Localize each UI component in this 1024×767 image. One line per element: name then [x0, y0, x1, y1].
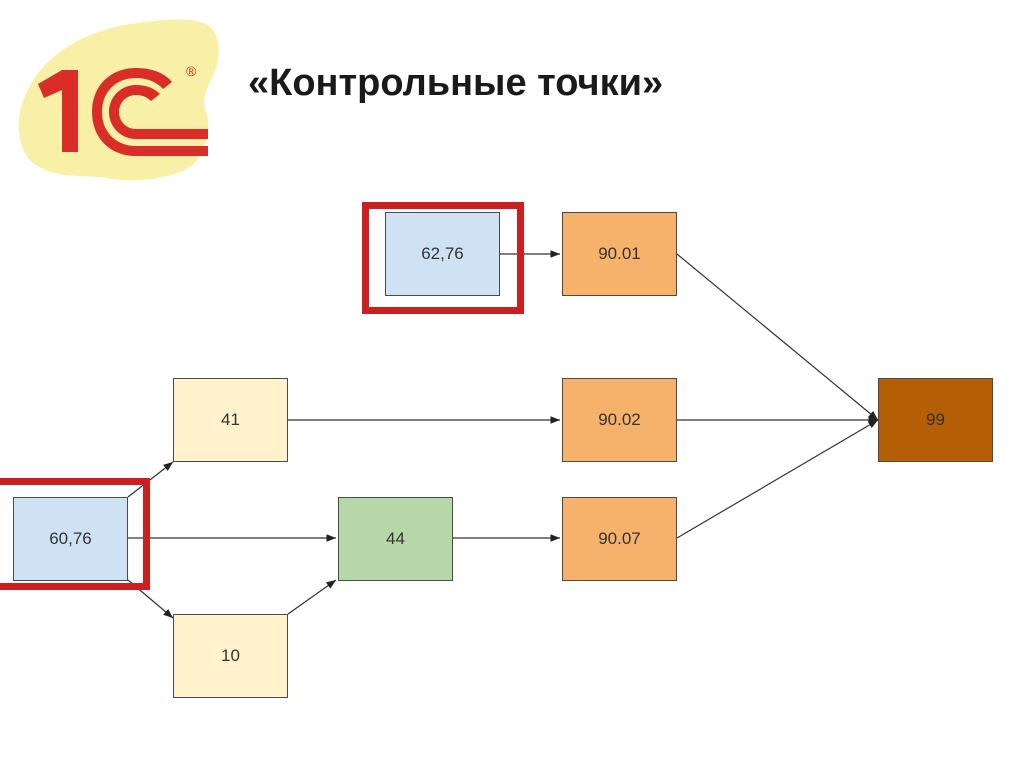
node-label: 44: [386, 529, 405, 548]
node-44: 44: [338, 497, 453, 581]
node-label: 99: [926, 410, 945, 429]
node-label: 90.01: [598, 244, 641, 263]
highlight-frame-6076: [0, 478, 150, 590]
edge-9007-99: [676, 419, 879, 539]
highlight-frame-6276: [362, 202, 524, 314]
registered-mark-icon: ®: [186, 63, 197, 79]
page-title: «Контрольные точки»: [248, 62, 664, 104]
node-label: 90.02: [598, 410, 641, 429]
node-9002: 90.02: [562, 378, 677, 462]
node-10: 10: [173, 614, 288, 698]
edge-6076-41: [127, 461, 174, 498]
node-41: 41: [173, 378, 288, 462]
edge-10-44: [287, 579, 337, 615]
logo-mark: [38, 68, 208, 156]
edge-9001-99: [676, 253, 879, 421]
node-label: 41: [221, 410, 240, 429]
node-label: 90.07: [598, 529, 641, 548]
1c-logo: ®: [18, 19, 219, 181]
node-99: 99: [878, 378, 993, 462]
node-label: 10: [221, 646, 240, 665]
node-9001: 90.01: [562, 212, 677, 296]
node-9007: 90.07: [562, 497, 677, 581]
